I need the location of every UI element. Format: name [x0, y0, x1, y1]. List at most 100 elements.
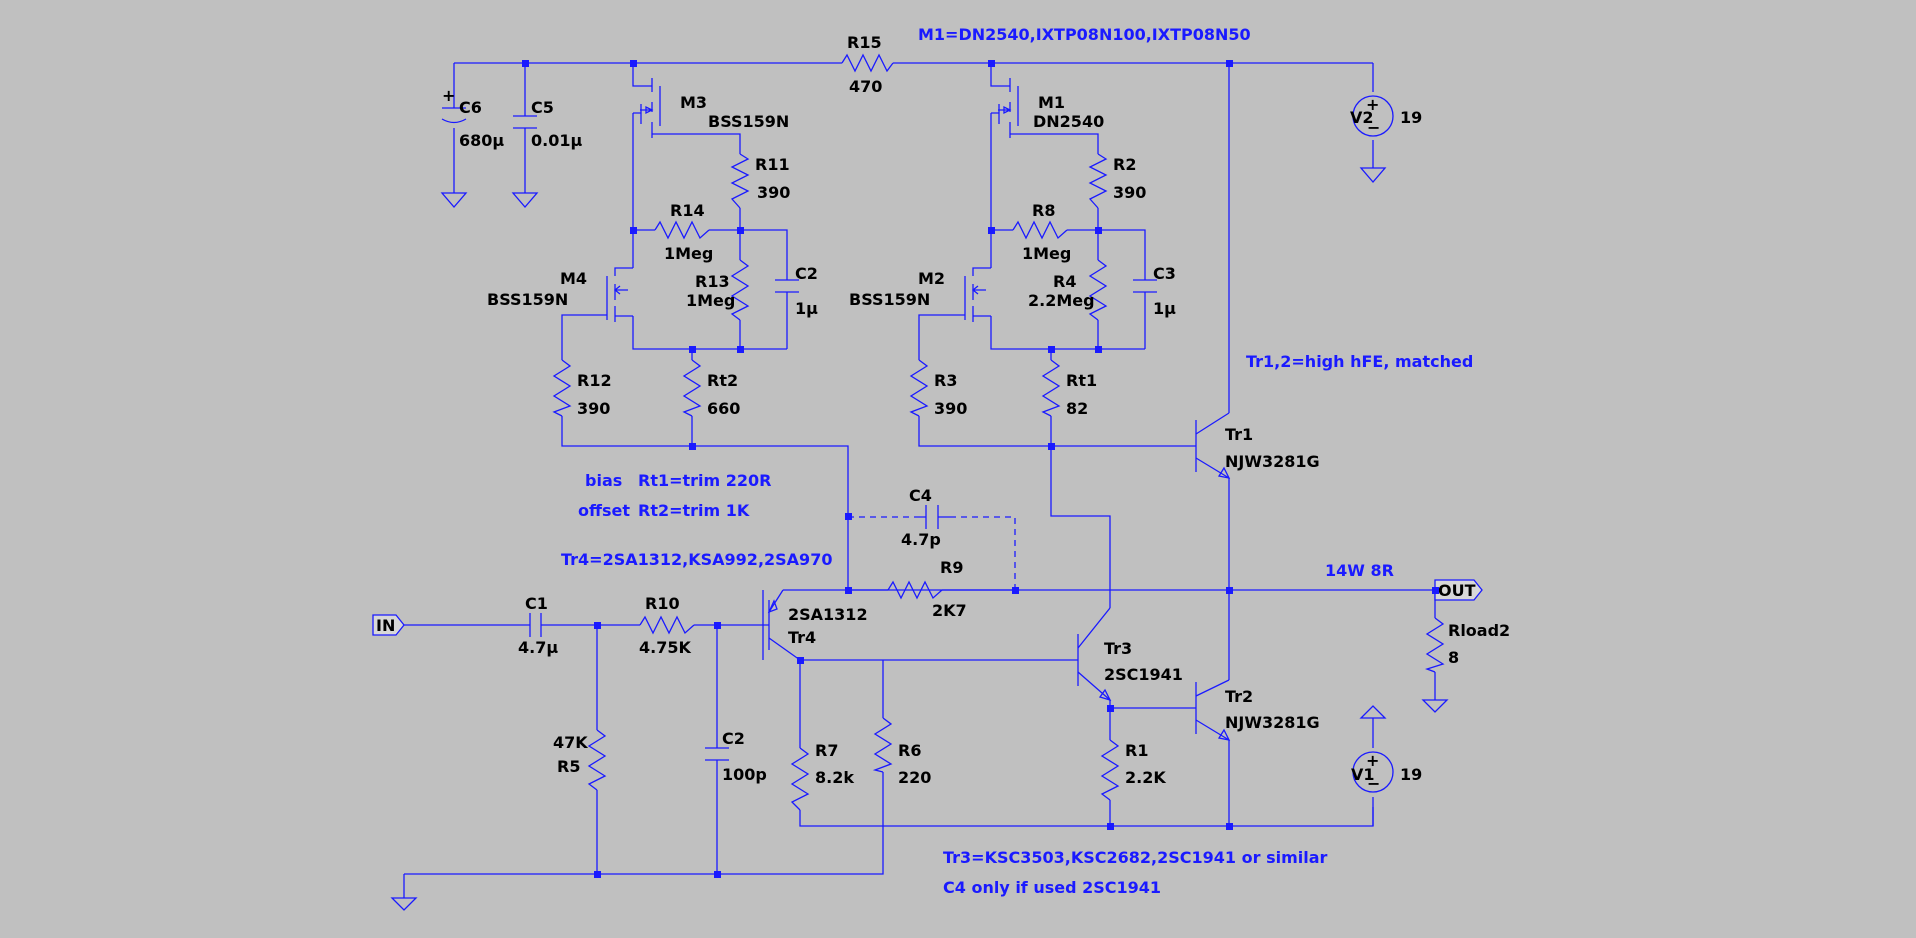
r15-symbol — [841, 53, 894, 73]
rload2-symbol — [1424, 617, 1445, 673]
r3-name: R3 — [934, 371, 957, 390]
power-note: 14W 8R — [1325, 561, 1394, 580]
tr12-note: Tr1,2=high hFE, matched — [1246, 352, 1473, 371]
bias-value: Rt1=trim 220R — [638, 471, 772, 490]
in-port-flag — [372, 614, 405, 636]
v1-value: 19 — [1400, 765, 1422, 784]
m4-symbol — [601, 267, 633, 322]
offset-value: Rt2=trim 1K — [638, 501, 750, 520]
component-labels: + C6 680µ C5 0.01µ M3 BSS159N M1 DN2540 … — [442, 33, 1510, 787]
rload2-name: Rload2 — [1448, 621, 1510, 640]
v2-plus-label: + — [1366, 95, 1379, 114]
c3-symbol — [1133, 279, 1157, 322]
r14-name: R14 — [670, 201, 705, 220]
tr3-alternatives-note: Tr3=KSC3503,KSC2682,2SC1941 or similar — [943, 848, 1328, 867]
v1-symbol: + − — [1352, 751, 1394, 793]
c4-usage-note: C4 only if used 2SC1941 — [943, 878, 1161, 897]
mosfets — [601, 78, 1019, 322]
r7-symbol — [790, 747, 810, 811]
r12-value: 390 — [577, 399, 610, 418]
ground-symbol-inverted — [1359, 705, 1387, 730]
m2-value: BSS159N — [849, 290, 930, 309]
rload2-value: 8 — [1448, 648, 1459, 667]
r4-value: 2.2Meg — [1028, 291, 1095, 310]
c5-value: 0.01µ — [531, 131, 582, 150]
c2-bottom-value: 100p — [722, 765, 767, 784]
r1-symbol — [1100, 739, 1120, 801]
c2-top-symbol — [775, 279, 799, 322]
r3-symbol — [909, 359, 929, 417]
v2-minus-label: − — [1367, 118, 1380, 137]
ground-symbol — [440, 192, 468, 208]
r8-value: 1Meg — [1022, 244, 1071, 263]
c2-bottom-name: C2 — [722, 729, 745, 748]
c3-value: 1µ — [1153, 299, 1176, 318]
c6-name: C6 — [459, 98, 482, 117]
m3-symbol — [633, 78, 661, 138]
bjts — [763, 412, 1231, 741]
v2-value: 19 — [1400, 108, 1422, 127]
r15-value: 470 — [849, 77, 882, 96]
m3-name: M3 — [680, 93, 707, 112]
c1-symbol — [529, 613, 545, 637]
c3-name: C3 — [1153, 264, 1176, 283]
r13-symbol — [730, 259, 750, 321]
ground-symbol — [1359, 167, 1387, 183]
r13-name: R13 — [695, 272, 730, 291]
r4-symbol — [1088, 259, 1108, 321]
m4-value: BSS159N — [487, 290, 568, 309]
tr1-symbol — [1190, 412, 1231, 479]
tr4-symbol — [763, 589, 801, 661]
v1-minus-label: − — [1367, 774, 1380, 793]
out-port-label: OUT — [1438, 581, 1476, 600]
r5-name: R5 — [557, 757, 580, 776]
c4-value: 4.7p — [901, 530, 941, 549]
v1-name: V1 — [1351, 765, 1375, 784]
c2-top-value: 1µ — [795, 299, 818, 318]
r2-value: 390 — [1113, 183, 1146, 202]
r9-symbol — [887, 580, 943, 600]
m3-value: BSS159N — [708, 112, 789, 131]
r10-symbol — [639, 615, 695, 635]
in-port-label: IN — [376, 616, 395, 635]
r13-value: 1Meg — [686, 291, 735, 310]
m1-name: M1 — [1038, 93, 1065, 112]
c6-value: 680µ — [459, 131, 504, 150]
r10-value: 4.75K — [639, 638, 691, 657]
r15-name: R15 — [847, 33, 882, 52]
c1-value: 4.7µ — [518, 638, 558, 657]
r9-value: 2K7 — [932, 601, 967, 620]
v2-symbol: + − — [1352, 95, 1394, 137]
tr1-value: NJW3281G — [1225, 452, 1320, 471]
c4-dashed-wire — [848, 516, 1016, 590]
rt2-symbol — [682, 359, 702, 417]
r8-symbol — [1012, 220, 1068, 240]
r1-name: R1 — [1125, 741, 1148, 760]
r6-value: 220 — [898, 768, 931, 787]
m1-symbol — [991, 78, 1019, 138]
ground-symbol — [1421, 699, 1449, 713]
rt1-symbol — [1041, 359, 1061, 417]
voltage-sources: + − + − — [1352, 95, 1394, 793]
tr1-name: Tr1 — [1225, 425, 1253, 444]
notes: M1=DN2540,IXTP08N100,IXTP08N50 Tr1,2=hig… — [561, 25, 1473, 897]
v2-name: V2 — [1350, 108, 1374, 127]
c4-symbol — [915, 505, 950, 529]
r7-name: R7 — [815, 741, 838, 760]
r5-value: 47K — [553, 733, 588, 752]
r3-value: 390 — [934, 399, 967, 418]
r7-value: 8.2k — [815, 768, 854, 787]
r2-symbol — [1088, 153, 1108, 209]
c2-top-name: C2 — [795, 264, 818, 283]
c6-symbol — [441, 107, 467, 124]
tr3-symbol — [1072, 607, 1112, 702]
c5-symbol — [513, 115, 537, 129]
tr2-value: NJW3281G — [1225, 713, 1320, 732]
tr2-symbol — [1190, 679, 1231, 741]
rt1-name: Rt1 — [1066, 371, 1097, 390]
c5-name: C5 — [531, 98, 554, 117]
r6-symbol — [872, 717, 893, 773]
tr4-alternatives-note: Tr4=2SA1312,KSA992,2SA970 — [561, 550, 832, 569]
rt1-value: 82 — [1066, 399, 1088, 418]
